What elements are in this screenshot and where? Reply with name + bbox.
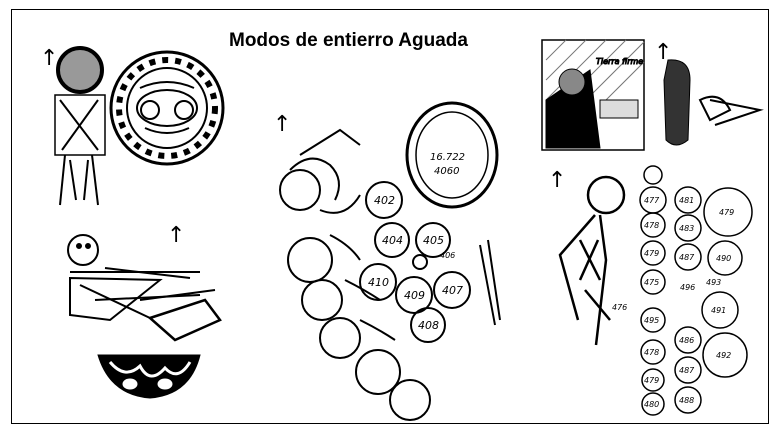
skull-number: 492	[716, 351, 731, 360]
skull-number: 408	[418, 319, 439, 332]
skull-numbers-center: 402 404 405 410 409 407 408 406	[368, 194, 463, 332]
skull-number: 495	[644, 316, 659, 325]
skull-number: 477	[644, 196, 660, 205]
burial-figure-grey-head	[54, 46, 106, 206]
north-arrow-icon: ↑	[273, 112, 292, 137]
decorated-plate	[109, 50, 225, 166]
skull-number: 409	[404, 289, 425, 302]
skull-number: 479	[644, 376, 659, 385]
oval-label: 16.722 4060	[430, 152, 465, 177]
north-arrow-icon: ↑	[40, 46, 59, 71]
skull-number: 487	[679, 366, 695, 375]
small-label: 493	[706, 278, 721, 287]
skull-number: 479	[719, 208, 734, 217]
skull-number: 478	[644, 221, 659, 230]
oval-label-line2: 4060	[434, 166, 459, 177]
skull-number: 479	[644, 249, 659, 258]
skull-number: 410	[368, 276, 389, 289]
skull-numbers-right: 477 478 479 475 495 478 479 480 481 483 …	[612, 196, 734, 409]
skull-number: 483	[679, 224, 694, 233]
skull-number: 480	[644, 400, 659, 409]
small-label: 476	[612, 303, 627, 312]
skull-number: 486	[679, 336, 694, 345]
skull-number: 404	[382, 234, 403, 247]
small-label: 496	[680, 283, 695, 292]
figure-title: Modos de entierro Aguada	[229, 30, 468, 51]
scene-label: Tierra firme	[596, 57, 643, 66]
skull-number: 407	[442, 284, 463, 297]
skull-number: 481	[679, 196, 694, 205]
decorated-bowl	[97, 354, 201, 399]
skull-number: 488	[679, 396, 694, 405]
skull-number: 402	[374, 194, 395, 207]
skull-number: 475	[644, 278, 659, 287]
skull-number: 405	[423, 234, 444, 247]
skull-number: 478	[644, 348, 659, 357]
burial-figure-right	[558, 175, 626, 346]
burial-flexed-left	[67, 234, 222, 342]
oval-label-line1: 16.722	[430, 152, 465, 163]
excavation-scene: Tierra firme	[541, 39, 764, 151]
skull-column-right	[639, 165, 753, 416]
north-arrow-icon: ↑	[167, 223, 186, 248]
skull-number: 490	[716, 254, 731, 263]
multiple-burial-cluster	[279, 101, 501, 421]
north-arrow-icon: ↑	[548, 168, 567, 193]
skull-number: 487	[679, 253, 695, 262]
small-label: 406	[440, 251, 455, 260]
skull-number: 491	[711, 306, 726, 315]
north-arrow-icon: ↑	[654, 40, 673, 65]
